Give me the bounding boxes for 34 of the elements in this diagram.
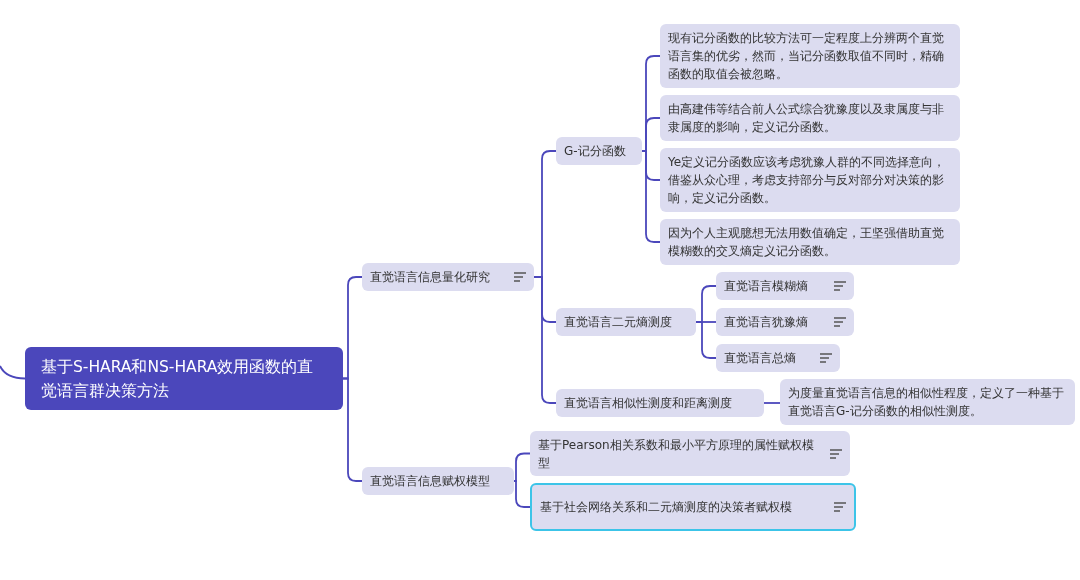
topic-text: 基于Pearson相关系数和最小平方原理的属性赋权模型 <box>538 436 815 472</box>
topic-text: 直觉语言相似性测度和距离测度 <box>564 395 733 412</box>
topic-text: 直觉语言二元熵测度 <box>564 314 673 331</box>
topic-text: 直觉语言犹豫熵 <box>724 314 809 331</box>
topic-text: 直觉语言信息量化研究 <box>370 269 491 286</box>
topic-text: 基于S-HARA和NS-HARA效用函数的直觉语言群决策方法 <box>41 356 315 402</box>
topic-text: 为度量直觉语言信息的相似性程度，定义了一种基于直觉语言G-记分函数的相似性测度。 <box>788 385 1065 420</box>
topic-text: 因为个人主观臆想无法用数值确定，王坚强借助直觉模糊数的交叉熵定义记分函数。 <box>668 225 945 260</box>
topic-box <box>556 137 642 165</box>
topic-text: G-记分函数 <box>564 143 627 160</box>
topic-text: 由高建伟等结合前人公式综合犹豫度以及隶属度与非隶属度的影响，定义记分函数。 <box>668 101 945 136</box>
topic-text: 直觉语言信息赋权模型 <box>370 473 491 490</box>
topic-box <box>362 467 514 495</box>
root-topic-box <box>25 347 343 410</box>
topic-box <box>660 219 960 265</box>
topic-box <box>716 344 840 372</box>
topic-box <box>362 263 534 291</box>
topic-box <box>660 24 960 88</box>
topic-box <box>716 308 854 336</box>
topic-box <box>556 389 764 417</box>
topic-box <box>530 431 850 476</box>
topic-box <box>556 308 696 336</box>
topic-box <box>660 95 960 141</box>
topic-text: 直觉语言总熵 <box>724 350 797 367</box>
topic-text: 现有记分函数的比较方法可一定程度上分辨两个直觉语言集的优劣，然而，当记分函数取值不同时，精确函数的取值会被忽略。 <box>668 30 945 83</box>
topic-box <box>530 483 856 531</box>
topic-box <box>716 272 854 300</box>
topic-text: 基于社会网络关系和二元熵测度的决策者赋权模 <box>540 499 793 516</box>
connector-line <box>0 365 26 380</box>
topic-text: 直觉语言模糊熵 <box>724 278 809 295</box>
topic-text: Ye定义记分函数应该考虑犹豫人群的不同选择意向，借鉴从众心理，考虑支持部分与反对部分对决策的影响，定义记分函数。 <box>668 154 947 207</box>
connector-line <box>763 402 781 404</box>
topic-box <box>660 148 960 212</box>
topic-box <box>780 379 1075 425</box>
